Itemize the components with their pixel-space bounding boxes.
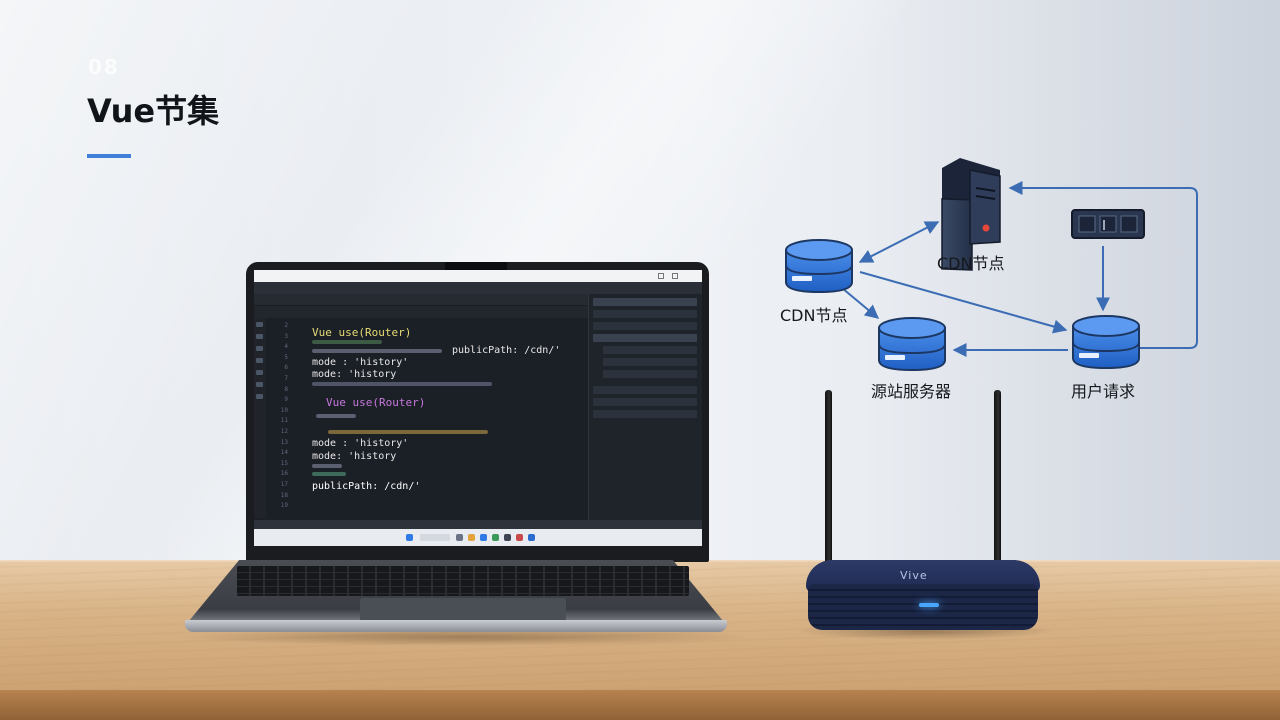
router-led — [919, 603, 939, 607]
explorer-icon[interactable] — [256, 322, 263, 327]
arrow-cdn-user — [859, 271, 1068, 334]
list-item[interactable] — [593, 410, 697, 418]
git-icon[interactable] — [256, 346, 263, 351]
arrow-cdn-origin — [841, 287, 880, 319]
origin-database-icon — [878, 317, 946, 372]
settings-icon[interactable] — [256, 394, 263, 399]
line-number: 15 — [280, 459, 288, 467]
line-number: 4 — [284, 343, 288, 351]
app-icon[interactable] — [504, 534, 511, 541]
line-number: 12 — [280, 428, 288, 435]
line-number: 8 — [284, 385, 288, 393]
line-number: 9 — [284, 396, 288, 404]
browser-icon[interactable] — [480, 534, 487, 541]
list-item[interactable] — [593, 310, 697, 318]
line-number: 10 — [280, 406, 288, 414]
line-number: 7 — [284, 375, 288, 382]
cdn-database-icon — [785, 239, 853, 294]
line-number: 14 — [280, 449, 288, 457]
line-number: 3 — [284, 332, 288, 340]
laptop-front-edge — [185, 620, 727, 632]
trackpad — [360, 598, 566, 622]
origin-server-label: 源站服务器 — [871, 382, 952, 401]
code-comment — [312, 340, 382, 344]
line-number: 13 — [280, 438, 288, 446]
line-numbers: 2 3 4 5 6 7 8 9 10 11 12 13 14 15 16 17 18 19 — [268, 318, 290, 518]
server-icon — [941, 158, 1001, 271]
terminal-icon[interactable] — [256, 382, 263, 387]
search-icon[interactable] — [256, 334, 263, 339]
line-number: 17 — [280, 481, 288, 488]
line-number: 18 — [280, 491, 288, 499]
line-number: 5 — [284, 353, 288, 361]
code-line: Vue use(Router) — [326, 396, 426, 409]
panel-header[interactable] — [593, 298, 697, 306]
list-item[interactable] — [593, 398, 697, 406]
code-line: mode: 'history — [312, 451, 397, 462]
code-comment — [312, 472, 346, 476]
start-icon[interactable] — [406, 534, 413, 541]
code-comment — [328, 430, 488, 434]
minimize-icon[interactable] — [658, 273, 664, 279]
editor-icon[interactable] — [528, 534, 535, 541]
arrow-cdn-server — [858, 221, 940, 263]
network-switch-icon — [1071, 209, 1145, 239]
arrow-user-server-loop — [1008, 181, 1198, 349]
list-item[interactable] — [603, 358, 697, 366]
page-title: Vue节集 — [87, 92, 220, 130]
code-comment — [316, 414, 356, 418]
search-icon[interactable] — [420, 534, 450, 541]
os-taskbar — [254, 529, 702, 546]
app-icon[interactable] — [456, 534, 463, 541]
activity-bar — [254, 318, 266, 518]
code-line: Vue use(Router) — [312, 326, 412, 339]
section-number: 08 — [88, 55, 120, 79]
line-number: 11 — [280, 417, 288, 425]
laptop-screen: 2 3 4 5 6 7 8 9 10 11 12 13 14 15 16 17 18 19 Vue use(Rou… — [254, 270, 702, 546]
list-item[interactable] — [603, 346, 697, 354]
explorer-panel — [588, 294, 702, 520]
wall-shadow — [860, 0, 1280, 565]
cdn-node-label: CDN节点 — [780, 306, 848, 325]
router-body — [808, 584, 1038, 630]
list-item[interactable] — [603, 370, 697, 378]
code-line: publicPath: /cdn/' — [452, 345, 561, 356]
code-line: mode : 'history' — [312, 438, 409, 449]
keyboard-rows — [237, 566, 689, 596]
editor-menubar[interactable] — [254, 282, 702, 294]
line-number: 2 — [284, 322, 288, 329]
line-number: 6 — [284, 364, 288, 372]
code-comment — [312, 464, 342, 468]
code-line: publicPath: /cdn/' — [312, 481, 421, 492]
line-number: 19 — [280, 502, 288, 510]
extensions-icon[interactable] — [256, 370, 263, 375]
router-brand: Vive — [900, 569, 928, 582]
list-item[interactable] — [593, 322, 697, 330]
code-line: mode : 'history' — [312, 357, 409, 368]
app-icon[interactable] — [516, 534, 523, 541]
line-number: 16 — [280, 470, 288, 478]
user-request-label: 用户请求 — [1071, 382, 1136, 401]
app-icon[interactable] — [492, 534, 499, 541]
maximize-icon[interactable] — [672, 273, 678, 279]
router-antenna-right — [994, 390, 1001, 568]
folder-icon[interactable] — [468, 534, 475, 541]
list-item[interactable] — [593, 334, 697, 342]
laptop-shadow — [175, 628, 755, 646]
user-database-icon — [1072, 315, 1140, 370]
code-area[interactable]: Vue use(Router) mode : 'history' mode: '… — [292, 318, 582, 518]
list-item[interactable] — [593, 386, 697, 394]
server-label: CDN节点 — [937, 254, 1005, 273]
router-antenna-left — [825, 390, 832, 568]
code-comment — [312, 382, 492, 386]
table-front — [0, 690, 1280, 720]
code-line: mode: 'history — [312, 369, 397, 380]
code-comment — [312, 349, 442, 353]
status-bar — [254, 520, 702, 529]
title-underline — [87, 154, 131, 158]
debug-icon[interactable] — [256, 358, 263, 363]
